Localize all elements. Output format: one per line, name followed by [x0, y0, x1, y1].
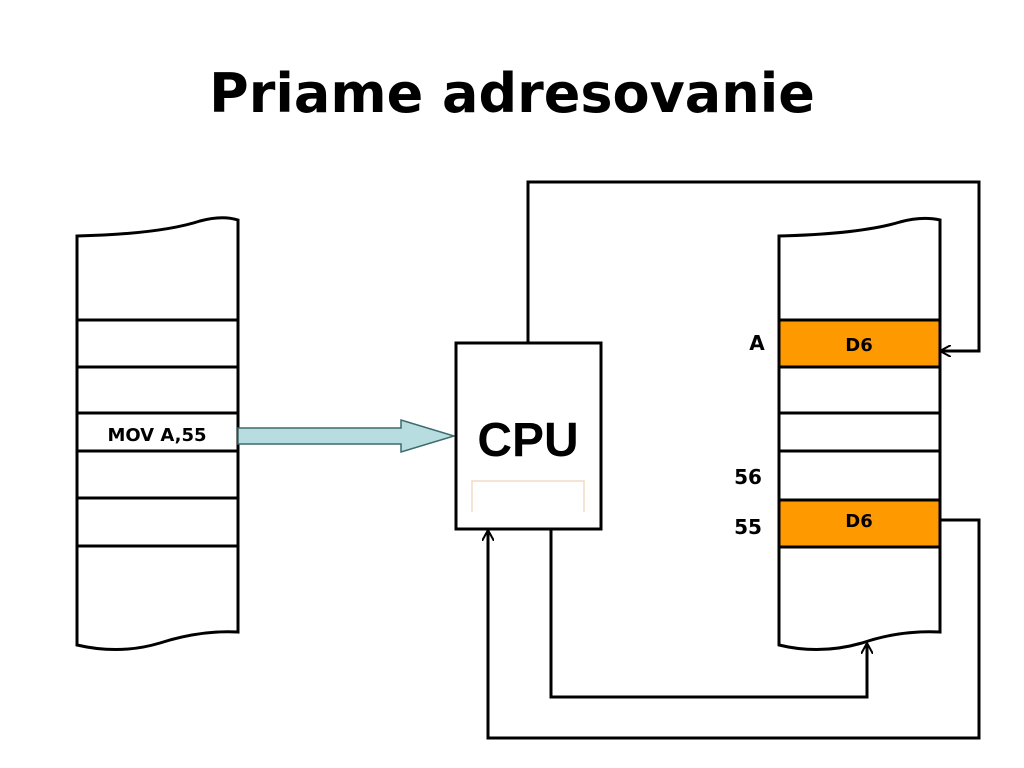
- address-56-label: 56: [734, 465, 762, 489]
- slide-title: Priame adresovanie: [209, 62, 815, 125]
- data-memory: D6 D6 A 56 55: [734, 216, 942, 651]
- program-memory: MOV A,55: [75, 216, 240, 651]
- address-55-cell: [777, 498, 942, 549]
- program-memory-outline: [75, 216, 240, 651]
- register-a-cell: [777, 318, 942, 369]
- cpu-to-memory-address-line: [549, 529, 867, 699]
- cpu-box: [454, 341, 603, 531]
- instruction-text: MOV A,55: [107, 425, 206, 446]
- cpu-label: CPU: [477, 414, 578, 467]
- address-55-label: 55: [734, 515, 762, 539]
- cpu-block: CPU: [454, 341, 603, 531]
- address-55-value: D6: [845, 511, 872, 532]
- instruction-bus-arrow: [237, 418, 457, 454]
- register-a-label: A: [749, 331, 765, 355]
- cpu-to-register-a-line: [526, 180, 981, 351]
- memory-to-cpu-line: [488, 518, 981, 740]
- data-memory-outline: [777, 216, 942, 651]
- register-a-value: D6: [845, 335, 872, 356]
- cpu-inner-register: [471, 480, 585, 512]
